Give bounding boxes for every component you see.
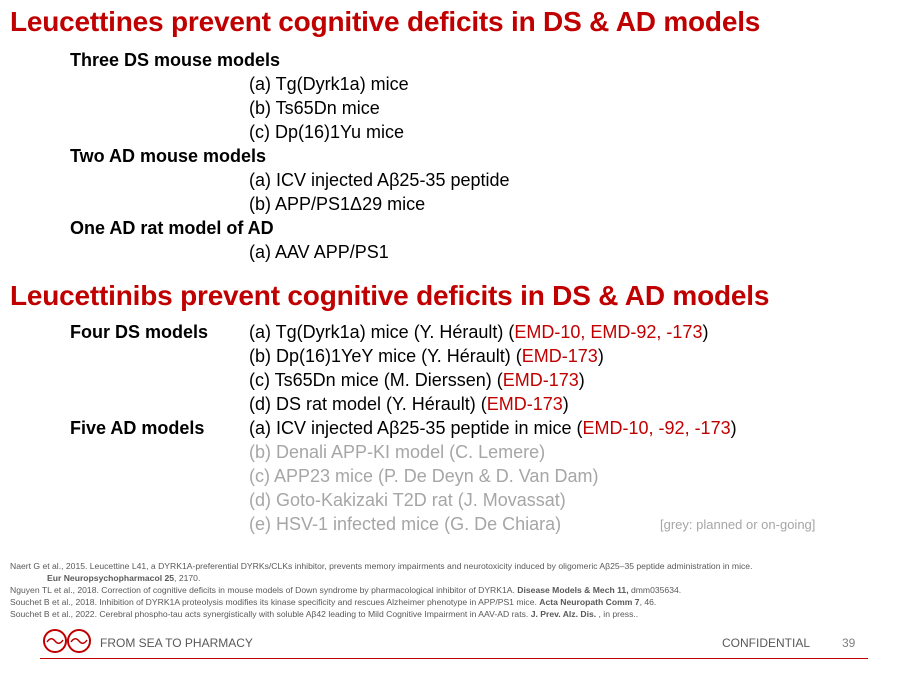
section1-title: Leucettines prevent cognitive deficits i… bbox=[10, 6, 761, 37]
reference-item: Nguyen TL et al., 2018. Correction of co… bbox=[10, 584, 895, 596]
page-number: 39 bbox=[842, 636, 856, 650]
reference-text: Souchet B et al., 2018. Inhibition of DY… bbox=[10, 597, 540, 607]
ad-model-item-planned: (c) APP23 mice (P. De Deyn & D. Van Dam) bbox=[249, 466, 599, 486]
reference-pages: , 2170. bbox=[174, 573, 201, 583]
reference-pages: , in press.. bbox=[596, 609, 639, 619]
section2-title: Leucettinibs prevent cognitive deficits … bbox=[10, 280, 770, 311]
grey-legend-note: [grey: planned or on-going] bbox=[660, 517, 816, 532]
compound-label: EMD-173 bbox=[502, 370, 579, 390]
ad-model-item-planned: (d) Goto-Kakizaki T2D rat (J. Movassat) bbox=[249, 490, 566, 510]
close-paren: ) bbox=[562, 394, 569, 414]
ad-model-item: (a) ICV injected Aβ25-35 peptide in mice… bbox=[249, 418, 737, 439]
heading-three-ds-mouse-models: Three DS mouse models bbox=[70, 50, 281, 70]
reference-item: Souchet B et al., 2022. Cerebral phospho… bbox=[10, 608, 895, 620]
close-paren: ) bbox=[578, 370, 585, 390]
compound-label: EMD-10, EMD-92, -173 bbox=[514, 322, 703, 342]
ds-model-text: (c) Ts65Dn mice (M. Dierssen) ( bbox=[249, 370, 503, 390]
ds-model-item: (b) Dp(16)1YeY mice (Y. Hérault) (EMD-17… bbox=[249, 346, 604, 367]
list-item: (a) ICV injected Aβ25-35 peptide bbox=[249, 170, 510, 190]
close-paren: ) bbox=[597, 346, 604, 366]
list-item: (b) Ts65Dn mice bbox=[249, 98, 380, 118]
ad-model-item-planned: (b) Denali APP-KI model (C. Lemere) bbox=[249, 442, 546, 462]
ds-model-text: (a) Tg(Dyrk1a) mice (Y. Hérault) ( bbox=[249, 322, 515, 342]
reference-item: Souchet B et al., 2018. Inhibition of DY… bbox=[10, 596, 895, 608]
reference-journal: Acta Neuropath Comm 7 bbox=[539, 597, 640, 607]
references: Naert G et al., 2015. Leucettine L41, a … bbox=[10, 560, 895, 620]
heading-one-ad-rat-model: One AD rat model of AD bbox=[70, 218, 274, 238]
ds-model-item: (a) Tg(Dyrk1a) mice (Y. Hérault) (EMD-10… bbox=[249, 322, 708, 343]
reference-pages: , 46. bbox=[639, 597, 657, 607]
ds-model-text: (b) Dp(16)1YeY mice (Y. Hérault) ( bbox=[249, 346, 522, 366]
list-item: (a) Tg(Dyrk1a) mice bbox=[249, 74, 409, 94]
heading-four-ds-models: Four DS models bbox=[70, 322, 209, 342]
compound-label: EMD-10, -92, -173 bbox=[582, 418, 731, 438]
compound-label: EMD-173 bbox=[486, 394, 563, 414]
reference-text: Souchet B et al., 2022. Cerebral phospho… bbox=[10, 609, 531, 619]
heading-five-ad-models: Five AD models bbox=[70, 418, 205, 438]
close-paren: ) bbox=[730, 418, 737, 438]
reference-journal: J. Prev. Alz. Dis. bbox=[530, 609, 597, 619]
heading-two-ad-mouse-models: Two AD mouse models bbox=[70, 146, 267, 166]
ad-model-text: (a) ICV injected Aβ25-35 peptide in mice… bbox=[249, 418, 583, 438]
reference-pages: dmm035634. bbox=[628, 585, 682, 595]
footer-tagline: FROM SEA TO PHARMACY bbox=[100, 636, 253, 650]
ds-model-item: (c) Ts65Dn mice (M. Dierssen) (EMD-173) bbox=[249, 370, 585, 391]
list-item: (a) AAV APP/PS1 bbox=[249, 242, 389, 262]
reference-journal: Eur Neuropsychopharmacol 25 bbox=[47, 573, 175, 583]
list-item: (c) Dp(16)1Yu mice bbox=[249, 122, 405, 142]
ad-model-item-planned: (e) HSV-1 infected mice (G. De Chiara) bbox=[249, 514, 562, 534]
ds-model-text: (d) DS rat model (Y. Hérault) ( bbox=[249, 394, 487, 414]
company-logo-icon bbox=[43, 629, 91, 653]
confidential-label: CONFIDENTIAL bbox=[722, 636, 811, 650]
reference-journal: Disease Models & Mech 11, bbox=[517, 585, 629, 595]
footer-divider bbox=[40, 658, 868, 659]
reference-item: Naert G et al., 2015. Leucettine L41, a … bbox=[10, 560, 895, 572]
reference-item-cont: Eur Neuropsychopharmacol 25, 2170. bbox=[10, 572, 895, 584]
reference-text: Nguyen TL et al., 2018. Correction of co… bbox=[10, 585, 518, 595]
ds-model-item: (d) DS rat model (Y. Hérault) (EMD-173) bbox=[249, 394, 569, 415]
list-item: (b) APP/PS1Δ29 mice bbox=[249, 194, 426, 214]
compound-label: EMD-173 bbox=[521, 346, 598, 366]
close-paren: ) bbox=[702, 322, 709, 342]
reference-text: Naert G et al., 2015. Leucettine L41, a … bbox=[10, 561, 753, 571]
